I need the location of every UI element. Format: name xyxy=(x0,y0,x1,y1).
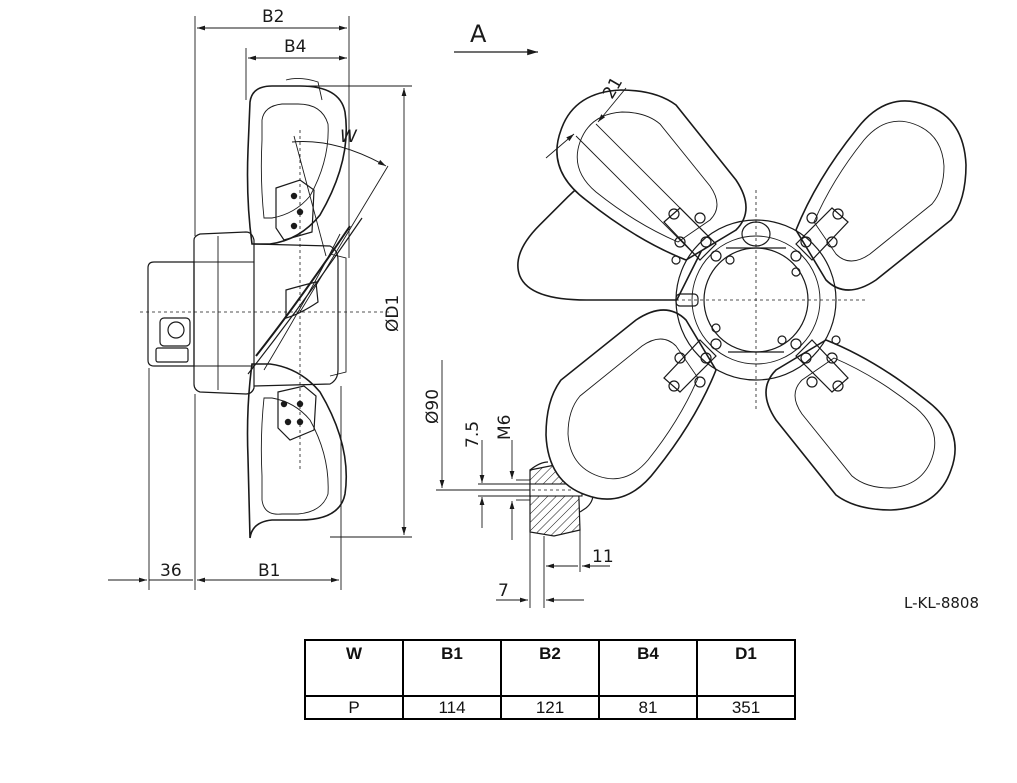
view-a-indicator: A xyxy=(454,20,538,56)
lower-blade xyxy=(246,363,348,539)
cell-d1: 351 xyxy=(696,695,796,720)
header-b1: B1 xyxy=(402,639,502,696)
upper-blade xyxy=(246,85,348,245)
cell-b2: 121 xyxy=(500,695,600,720)
header-b4: B4 xyxy=(598,639,698,696)
cell-b4: 81 xyxy=(598,695,698,720)
label-view-a: A xyxy=(470,20,487,48)
drawing-code: L-KL-8808 xyxy=(904,594,979,612)
bolt-holes xyxy=(668,208,844,392)
label-11: 11 xyxy=(592,547,614,567)
label-b1: B1 xyxy=(258,561,280,581)
label-7-5: 7.5 xyxy=(463,421,483,448)
label-b4: B4 xyxy=(284,37,306,57)
table-header-row: W B1 B2 B4 D1 xyxy=(304,639,796,696)
dimension-table: W B1 B2 B4 D1 P 114 121 81 351 xyxy=(304,639,796,720)
label-m6: M6 xyxy=(495,415,515,440)
technical-drawing: B2 B4 W ØD1 36 B1 A xyxy=(108,7,979,612)
cell-b1: 114 xyxy=(402,695,502,720)
table-row: P 114 121 81 351 xyxy=(304,695,796,720)
motor-housing xyxy=(193,231,255,395)
label-b2: B2 xyxy=(262,7,284,27)
label-w: W xyxy=(340,127,358,147)
header-d1: D1 xyxy=(696,639,796,696)
header-w: W xyxy=(304,639,404,696)
header-b2: B2 xyxy=(500,639,600,696)
front-view xyxy=(517,87,967,511)
label-7: 7 xyxy=(498,581,509,601)
label-d90: Ø90 xyxy=(423,389,443,424)
label-d1: ØD1 xyxy=(383,295,403,332)
side-view-dimensions: B2 B4 W ØD1 36 B1 xyxy=(108,7,412,590)
side-view xyxy=(140,77,390,539)
cell-w: P xyxy=(304,695,404,720)
label-36: 36 xyxy=(160,561,182,581)
